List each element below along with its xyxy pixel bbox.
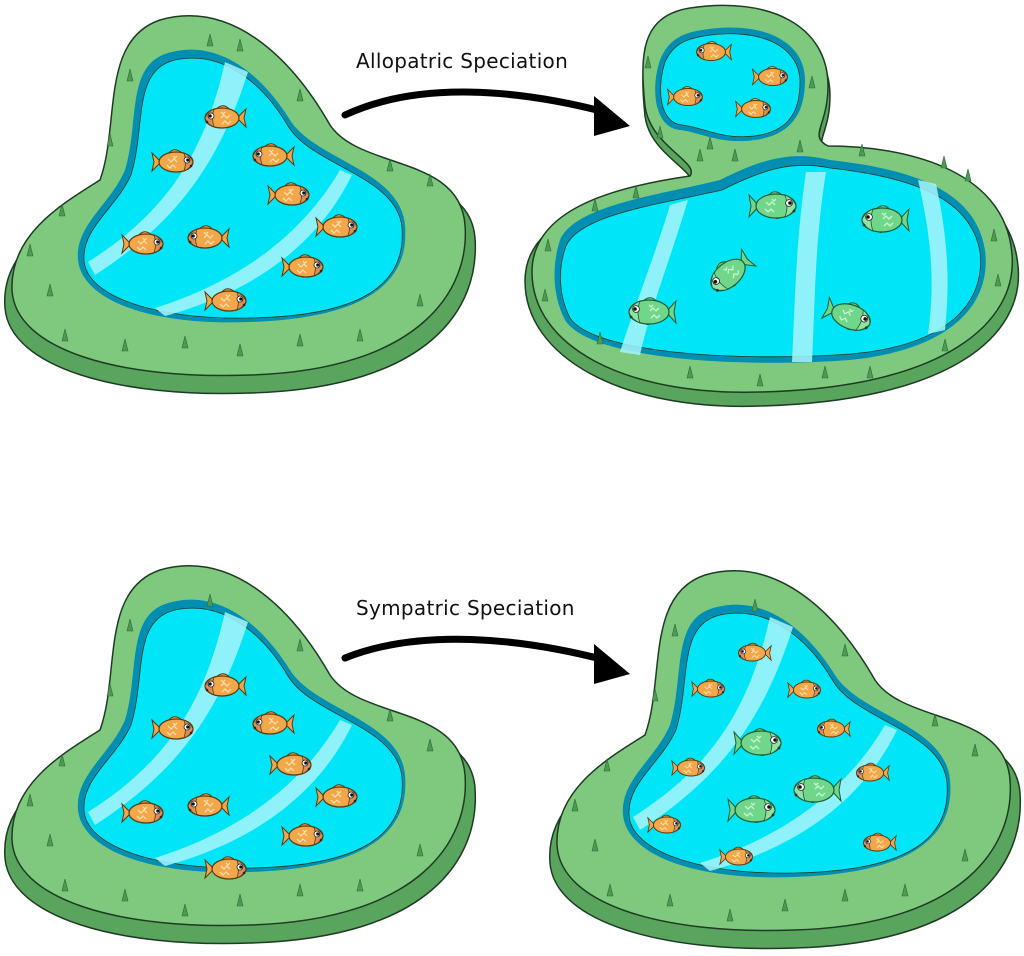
sympatric-speciation-label: Sympatric Speciation <box>356 596 575 620</box>
pond-divided <box>524 4 1020 408</box>
pond-mixed-population <box>549 570 1022 950</box>
allopatric-speciation-label: Allopatric Speciation <box>356 49 569 73</box>
curved-arrow-allopatric <box>341 88 630 136</box>
curved-arrow-sympatric <box>341 635 630 684</box>
pond-original-allopatric <box>4 15 477 395</box>
pond-original-sympatric <box>4 565 477 945</box>
